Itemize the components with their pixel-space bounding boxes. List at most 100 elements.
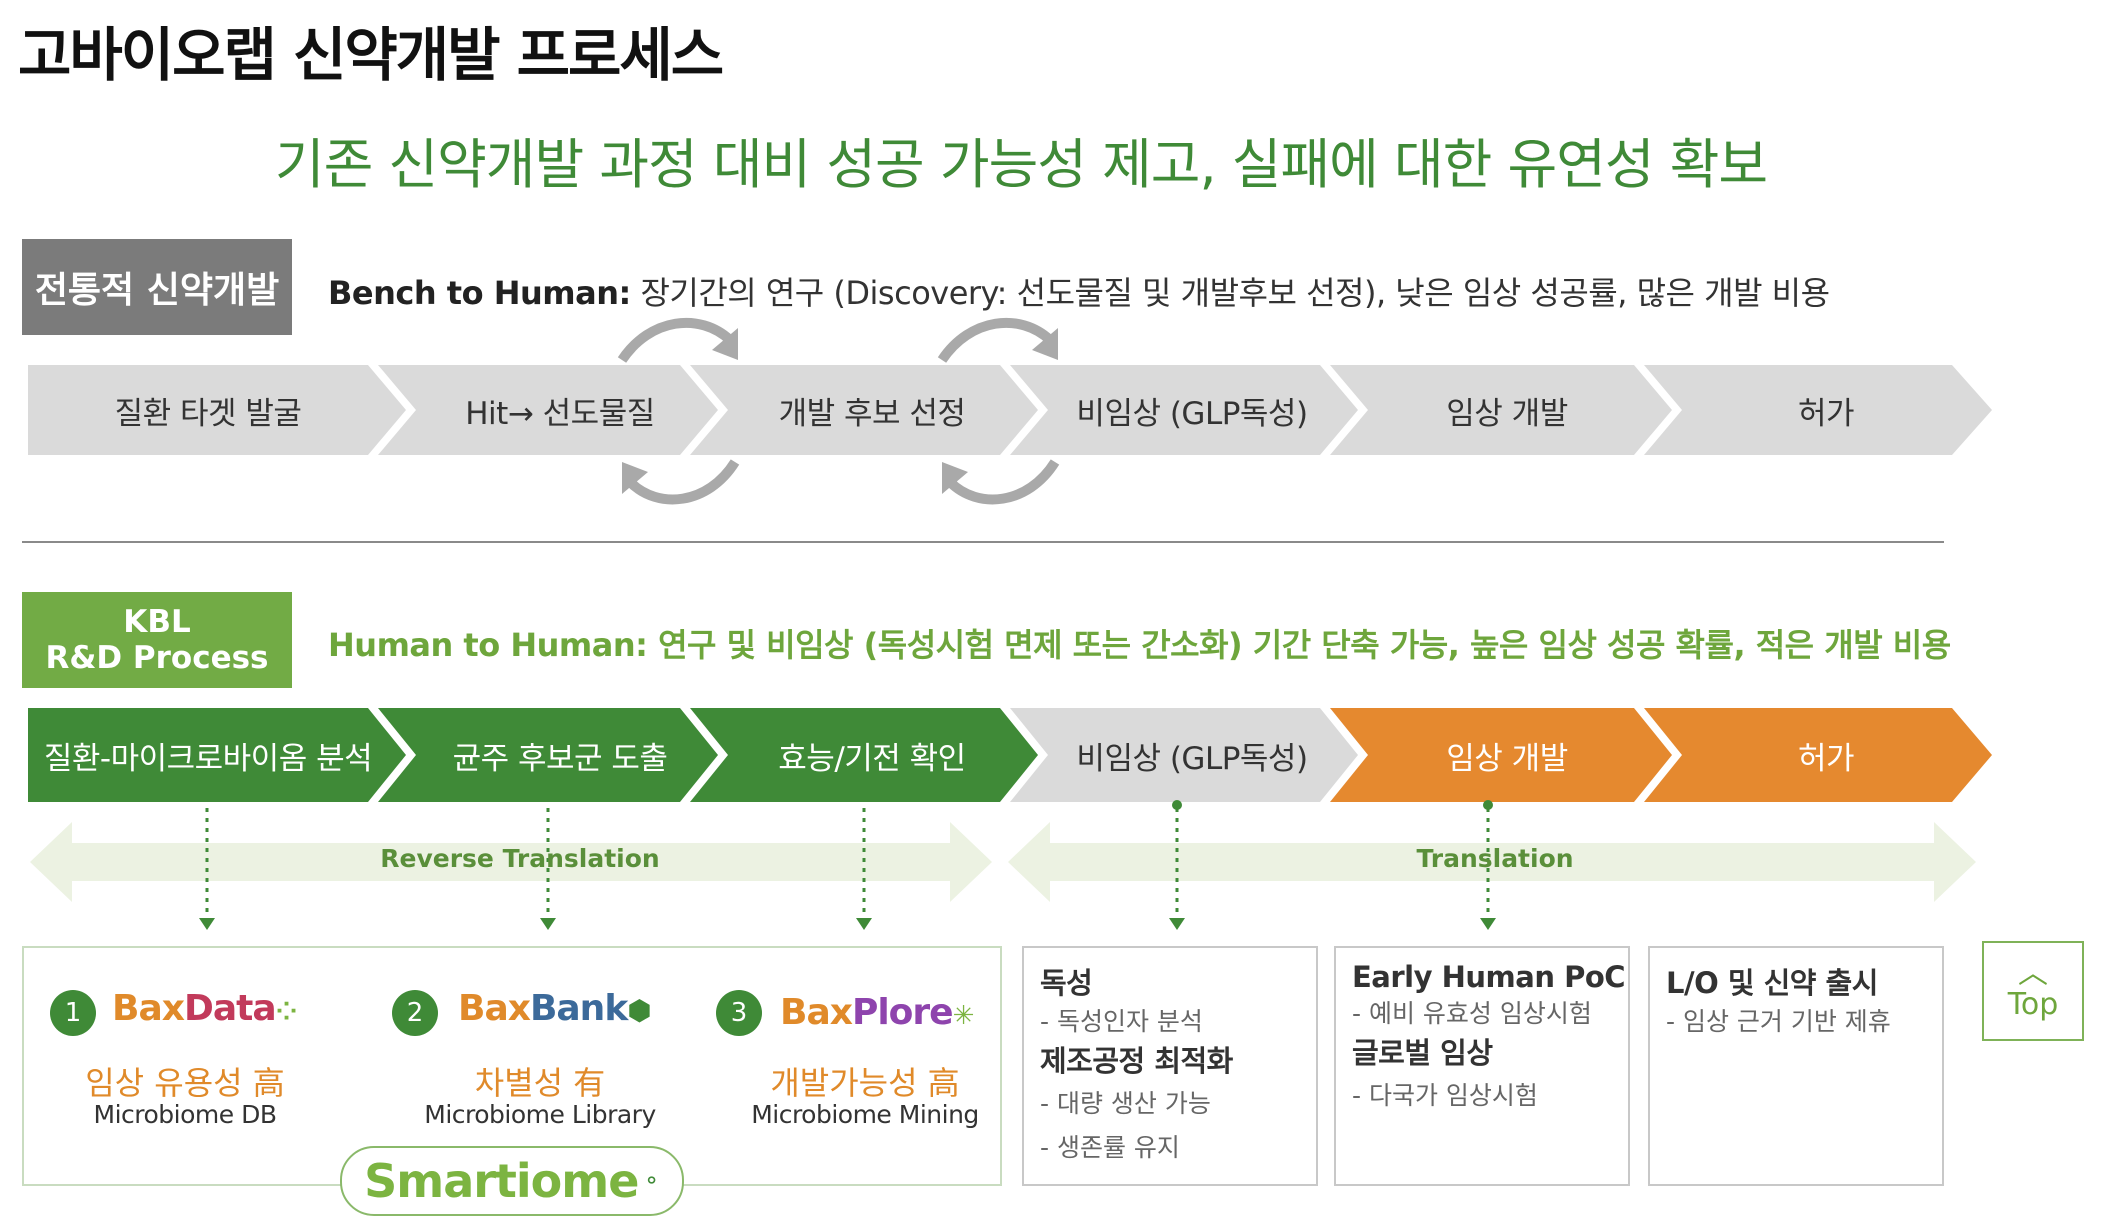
info-card-1-line-1: 독성 <box>1040 966 1093 1000</box>
kbl-chevrons <box>28 708 1992 802</box>
smartiome-logo: Smartiome⚬ <box>340 1146 684 1216</box>
trad-step-label-2: Hit→ 선도물질 <box>465 395 655 432</box>
kbl-step-5-shape <box>1330 708 1672 802</box>
chevron-up-icon: ︿ <box>2018 955 2048 991</box>
cycle-arrow-1-bottom <box>626 459 740 505</box>
traditional-desc-text: 장기간의 연구 (Discovery: 선도물질 및 개발후보 선정), 낮은 … <box>630 274 1830 312</box>
translation-arrow <box>1008 822 1976 902</box>
kbl-step-1-shape <box>28 708 406 802</box>
baxdata-dots-icon: ⁘ <box>275 997 298 1027</box>
molecule-icon: ⚬ <box>642 1168 660 1194</box>
kbl-step-label-3: 효능/기전 확인 <box>778 740 966 777</box>
baxplore-logo-b: Plore <box>851 992 954 1033</box>
info-card-nonclinical: 독성 - 독성인자 분석 제조공정 최적화 - 대량 생산 가능 - 생존률 유… <box>1022 946 1318 1186</box>
kbl-badge-line1: KBL <box>123 604 191 640</box>
cycle-arrow-1-top <box>617 317 734 363</box>
platform-3-english: Microbiome Mining <box>751 1100 979 1129</box>
info-card-1-line-4: - 대량 생산 가능 <box>1040 1089 1211 1118</box>
kbl-description: Human to Human: 연구 및 비임상 (독성시험 면제 또는 간소화… <box>328 626 1951 664</box>
top-button-label: Top <box>2007 986 2059 1022</box>
kbl-step-2-shape <box>378 708 718 802</box>
baxdata-logo: BaxData⁘ <box>112 988 298 1029</box>
kbl-step-label-6: 허가 <box>1797 740 1855 777</box>
info-card-1-line-2: - 독성인자 분석 <box>1040 1007 1203 1036</box>
platform-2-number: 2 <box>392 990 438 1036</box>
hexagon-icon: ⬢ <box>627 994 651 1027</box>
info-card-1-line-3: 제조공정 최적화 <box>1040 1044 1233 1078</box>
cycle-arrow-1-top-head <box>712 328 738 360</box>
baxbank-logo-b: Bank <box>529 988 628 1029</box>
platform-2-english: Microbiome Library <box>424 1100 656 1129</box>
cycle-arrow-2-bottom-head <box>942 462 968 494</box>
kbl-step-label-4: 비임상 (GLP독성) <box>1076 740 1308 777</box>
trad-step-label-3: 개발 후보 선정 <box>778 395 966 432</box>
info-card-2-line-3: 글로벌 임상 <box>1352 1036 1493 1070</box>
connector-3-head <box>856 918 872 930</box>
info-card-clinical: Early Human PoC - 예비 유효성 임상시험 글로벌 임상 - 다… <box>1334 946 1630 1186</box>
baxbank-logo-a: Bax <box>458 988 531 1029</box>
traditional-desc-label: Bench to Human: <box>328 274 631 312</box>
info-card-1-line-5: - 생존률 유지 <box>1040 1133 1180 1162</box>
trad-step-5-shape <box>1330 365 1672 455</box>
trad-step-1-shape <box>28 365 406 455</box>
connector-1-head <box>199 918 215 930</box>
kbl-step-3-shape <box>690 708 1038 802</box>
trad-step-6-shape <box>1644 365 1992 455</box>
traditional-chevrons <box>28 365 1992 455</box>
trad-step-3-shape <box>690 365 1038 455</box>
platform-1-english: Microbiome DB <box>93 1100 277 1129</box>
platform-2-korean: 차별성 有 <box>474 1064 606 1102</box>
kbl-step-4-shape <box>1010 708 1358 802</box>
dotted-connectors <box>205 808 1490 920</box>
platform-1-korean: 임상 유용성 高 <box>85 1064 285 1102</box>
info-card-3-line-1: L/O 및 신약 출시 <box>1666 966 1878 1000</box>
page-subtitle: 기존 신약개발 과정 대비 성공 가능성 제고, 실패에 대한 유연성 확보 <box>274 133 1768 196</box>
trad-step-label-5: 임상 개발 <box>1446 395 1568 432</box>
baxbank-logo: BaxBank⬢ <box>458 988 652 1029</box>
kbl-step-label-5: 임상 개발 <box>1446 740 1568 777</box>
connector-2-head <box>540 918 556 930</box>
cycle-arrow-1-bottom-head <box>622 462 648 494</box>
section-divider <box>22 541 1944 543</box>
info-card-approval: L/O 및 신약 출시 - 임상 근거 기반 제휴 <box>1648 946 1944 1186</box>
baxplore-logo: BaxPlore✳ <box>780 992 975 1033</box>
connector-4-dot <box>1172 800 1182 810</box>
connector-5-dot <box>1483 800 1493 810</box>
cycle-arrows <box>617 317 1060 505</box>
info-card-2-line-2: - 예비 유효성 임상시험 <box>1352 999 1592 1028</box>
cycle-arrow-2-top-head <box>1032 328 1058 360</box>
kbl-badge-line2: R&D Process <box>45 640 269 676</box>
baxdata-logo-a: Bax <box>112 988 185 1029</box>
trad-step-label-1: 질환 타겟 발굴 <box>114 395 302 432</box>
top-button[interactable]: ︿ Top <box>1982 941 2084 1041</box>
kbl-badge: KBL R&D Process <box>22 592 292 688</box>
baxdata-logo-b: Data <box>183 988 277 1029</box>
platform-3-number: 3 <box>716 990 762 1036</box>
kbl-step-label-1: 질환-마이크로바이옴 분석 <box>43 740 373 777</box>
kbl-step-label-2: 균주 후보군 도출 <box>452 740 668 777</box>
smartiome-logo-text: Smartiome <box>364 1154 639 1208</box>
trad-step-label-6: 허가 <box>1797 395 1855 432</box>
trad-step-2-shape <box>378 365 718 455</box>
reverse-translation-label: Reverse Translation <box>380 844 660 873</box>
connector-4-head <box>1169 918 1185 930</box>
page-title: 고바이오랩 신약개발 프로세스 <box>18 21 724 89</box>
trad-step-4-shape <box>1010 365 1358 455</box>
info-card-2-line-4: - 다국가 임상시험 <box>1352 1081 1538 1110</box>
cycle-arrow-2-bottom <box>946 459 1060 505</box>
info-card-3-line-2: - 임상 근거 기반 제휴 <box>1666 1007 1891 1036</box>
traditional-badge: 전통적 신약개발 <box>22 239 292 335</box>
translation-label: Translation <box>1416 844 1574 873</box>
platform-1-number: 1 <box>50 990 96 1036</box>
sparkle-icon: ✳ <box>952 1001 975 1031</box>
baxplore-logo-a: Bax <box>780 992 853 1033</box>
traditional-description: Bench to Human: 장기간의 연구 (Discovery: 선도물질… <box>328 268 1830 314</box>
kbl-step-6-shape <box>1644 708 1992 802</box>
connector-5-head <box>1480 918 1496 930</box>
cycle-arrow-2-top <box>937 317 1054 363</box>
connector-heads <box>199 800 1496 930</box>
reverse-translation-arrow <box>30 822 992 902</box>
trad-step-label-4: 비임상 (GLP독성) <box>1076 395 1308 432</box>
platform-3-korean: 개발가능성 高 <box>770 1064 960 1102</box>
